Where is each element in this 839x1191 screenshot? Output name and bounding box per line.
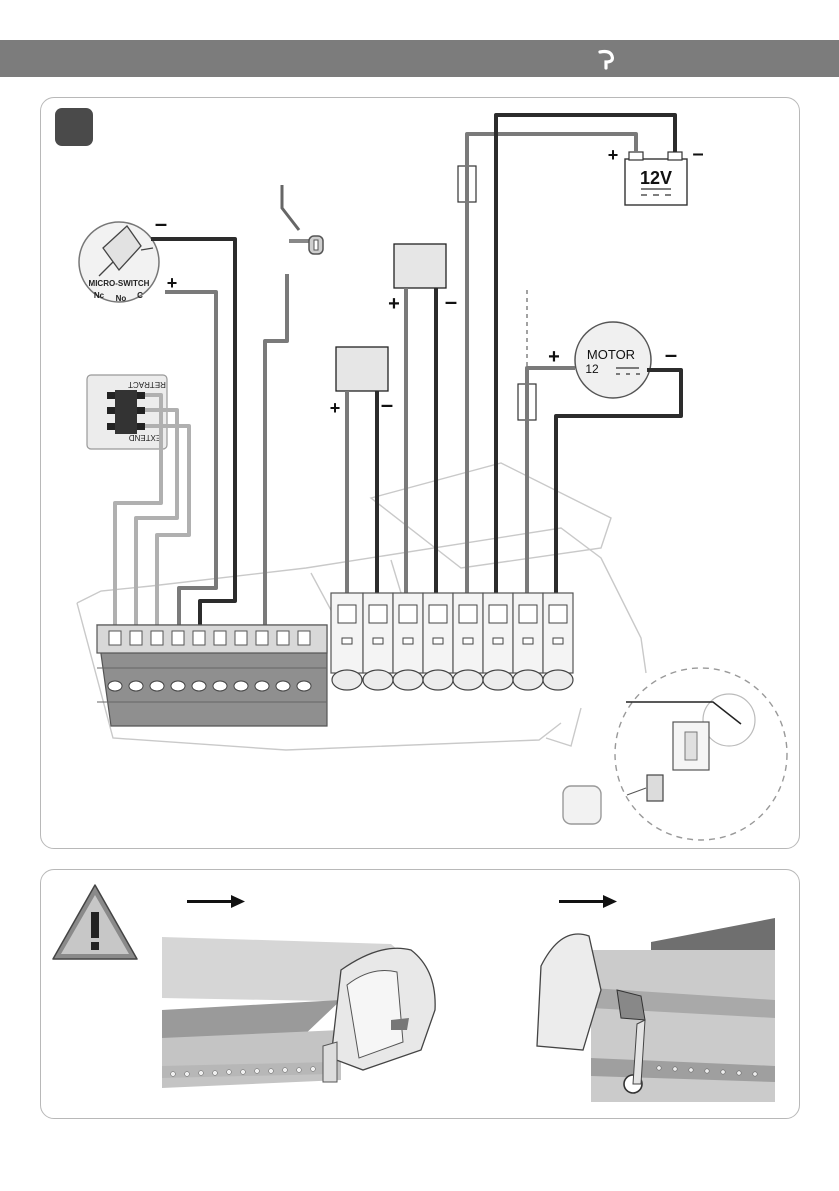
step-badge [55, 108, 93, 146]
battery-label: 12V [640, 168, 672, 188]
wire-motor-minus [556, 370, 681, 613]
micro-switch-minus: – [155, 211, 167, 236]
micro-switch-c: C [137, 291, 143, 300]
load-box-lower-plus: + [330, 398, 341, 418]
motor-voltage: 12 [585, 362, 599, 376]
terminal-block-left [97, 625, 327, 726]
micro-switch-nc: Nc [94, 291, 105, 300]
warning-panel [40, 869, 800, 1119]
load-box-lower: + – [330, 347, 393, 418]
detail-badge [563, 786, 601, 824]
load-box-lower-minus: – [381, 392, 393, 417]
extend-label: EXTEND [129, 433, 162, 442]
key-switch [282, 185, 323, 254]
photo-awning-extended [162, 937, 437, 1102]
motor-minus: – [665, 342, 677, 367]
arrow-right-icon [559, 895, 617, 908]
terminal-block-right [331, 593, 573, 690]
load-box-upper-minus: – [445, 289, 457, 314]
wire-key [265, 274, 287, 628]
photo-bracket-detail [525, 918, 775, 1108]
micro-switch-no: No [116, 294, 127, 303]
motor-plus: + [548, 346, 560, 368]
detail-callout [563, 668, 787, 840]
arrow-right-icon [187, 895, 245, 908]
battery: 12V + – [608, 143, 704, 205]
header-bar [0, 40, 839, 77]
battery-plus: + [608, 145, 619, 165]
wiring-diagram: MICRO-SWITCH Nc No C – + RET [41, 98, 799, 848]
micro-switch: MICRO-SWITCH Nc No C – + [79, 211, 177, 303]
battery-minus: – [692, 143, 703, 165]
motor-label: MOTOR [587, 347, 635, 362]
wiring-diagram-panel: MICRO-SWITCH Nc No C – + RET [40, 97, 800, 849]
key-icon [289, 236, 323, 254]
warning-triangle-icon [53, 885, 137, 959]
brand-logo-icon [596, 48, 620, 70]
load-box-upper-plus: + [388, 293, 400, 315]
micro-switch-label: MICRO-SWITCH [89, 279, 150, 288]
retract-label: RETRACT [128, 380, 166, 389]
wire-switch-3 [145, 426, 189, 628]
warning-illustration [41, 870, 799, 1118]
load-box-upper: + – [388, 244, 457, 315]
motor: MOTOR 12 + – [548, 322, 677, 398]
